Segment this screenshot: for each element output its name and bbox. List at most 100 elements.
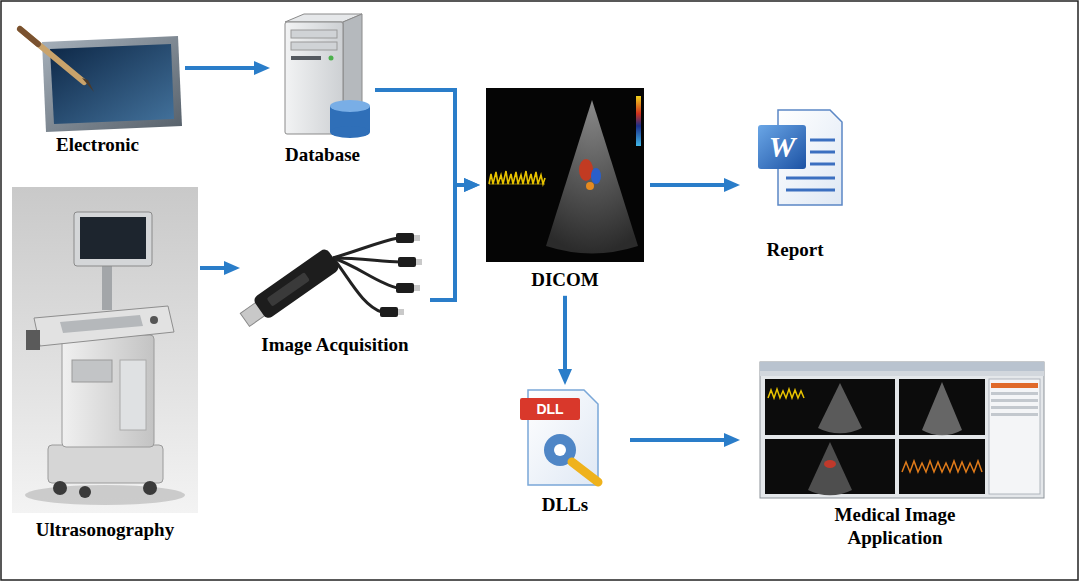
node-caption: Database: [285, 144, 360, 167]
server-icon: [291, 56, 321, 60]
application-screenshot: [991, 413, 1038, 416]
application-screenshot: [760, 362, 1044, 498]
word-report-icon: [810, 163, 835, 166]
ultrasound-machine-photo: [26, 330, 40, 350]
application-screenshot: [991, 383, 1038, 388]
usb-grabber-icon: [267, 272, 310, 307]
icon-node: Medical Image Application: [740, 360, 1050, 554]
dicom-ultrasound-image: [486, 88, 644, 262]
usb-grabber-icon: [380, 307, 398, 317]
node-caption: DICOM: [531, 269, 599, 292]
flow-arrow: [630, 438, 730, 442]
dicom-ultrasound-image: [586, 182, 594, 190]
tablet-icon: [20, 29, 84, 82]
icon-node: Database: [270, 15, 375, 171]
icon-node: Ultrasonography: [10, 185, 200, 546]
word-report-icon: [786, 177, 835, 180]
usb-grabber-icon: [414, 285, 420, 291]
flow-arrow: [375, 90, 470, 185]
icon-node: Image Acquisition: [240, 205, 430, 361]
tablet-icon: [20, 29, 182, 132]
dll-file-icon: [572, 462, 598, 482]
icon-letter: W: [769, 130, 796, 164]
node-caption: Medical Image Application: [805, 504, 985, 550]
tablet-icon: [20, 29, 38, 44]
word-report-icon: [758, 125, 806, 169]
application-screenshot: [991, 392, 1038, 395]
application-screenshot: [760, 362, 1044, 371]
server-icon: [329, 56, 334, 61]
dll-file-icon: [520, 390, 598, 485]
usb-grabber-icon: [237, 247, 340, 330]
ultrasound-machine-photo: [72, 360, 112, 382]
usb-grabber-icon: [414, 235, 420, 241]
application-screenshot: [808, 442, 852, 495]
dicom-ultrasound-image: [579, 159, 593, 181]
application-screenshot: [760, 371, 1044, 376]
ultrasound-machine-photo: [120, 360, 146, 430]
dll-file-icon: [554, 444, 566, 456]
server-icon: [291, 30, 337, 38]
word-report-icon: [758, 110, 842, 205]
ultrasound-machine-photo: [74, 212, 152, 266]
ultrasound-machine-photo: [12, 187, 198, 513]
ultrasound-machine-photo: [60, 315, 143, 333]
icon-node: DLLs: [500, 385, 630, 521]
node-caption: Ultrasonography: [36, 519, 174, 542]
usb-grabber-icon: [333, 258, 382, 312]
dll-file-icon: [520, 398, 580, 420]
dicom-ultrasound-image: [489, 171, 545, 184]
icon-node: Electronic: [10, 25, 185, 161]
tablet-icon: [82, 78, 94, 92]
application-screenshot: [818, 383, 862, 433]
usb-grabber-icon: [237, 233, 422, 330]
application-screenshot: [902, 461, 982, 472]
word-report-icon: [810, 139, 835, 142]
application-screenshot: [768, 389, 804, 398]
server-icon: [330, 100, 370, 112]
ultrasound-machine-photo: [102, 262, 112, 310]
application-screenshot: [760, 362, 1044, 498]
ultrasound-machine-photo: [48, 445, 163, 483]
server-icon: [330, 126, 370, 138]
tablet-icon: [50, 44, 174, 124]
ultrasound-machine-photo: [12, 187, 198, 513]
application-screenshot: [922, 382, 962, 435]
node-caption: Image Acquisition: [261, 334, 408, 357]
node-caption: DLLs: [542, 494, 588, 517]
dicom-ultrasound-image: [486, 88, 644, 262]
usb-grabber-icon: [333, 238, 398, 258]
ultrasound-machine-photo: [25, 485, 185, 505]
application-screenshot: [899, 379, 985, 435]
application-screenshot: [899, 439, 985, 494]
ultrasound-machine-photo: [150, 316, 158, 324]
dicom-ultrasound-image: [636, 96, 641, 146]
icon-node: DICOM: [480, 85, 650, 296]
usb-grabber-icon: [398, 309, 404, 315]
usb-grabber-icon: [416, 259, 422, 265]
icon-letter: DLL: [536, 401, 563, 417]
flow-arrow: [430, 185, 470, 300]
word-report-icon: [810, 151, 835, 154]
application-screenshot: [991, 399, 1038, 402]
dll-file-icon: [528, 390, 598, 485]
ultrasound-machine-photo: [53, 481, 67, 495]
usb-grabber-icon: [252, 247, 341, 320]
application-screenshot: [765, 379, 895, 435]
application-screenshot: [991, 406, 1038, 409]
server-icon: [285, 14, 370, 138]
flow-arrow: [185, 66, 260, 70]
icon-node: Report: [740, 105, 850, 266]
flow-arrow: [200, 266, 230, 270]
application-screenshot: [824, 460, 836, 468]
usb-grabber-icon: [396, 283, 414, 293]
dicom-ultrasound-image: [546, 100, 638, 253]
flow-arrow: [563, 296, 567, 375]
ultrasound-machine-photo: [34, 306, 174, 346]
word-report-icon: [786, 189, 835, 192]
tablet-icon: [42, 36, 182, 132]
